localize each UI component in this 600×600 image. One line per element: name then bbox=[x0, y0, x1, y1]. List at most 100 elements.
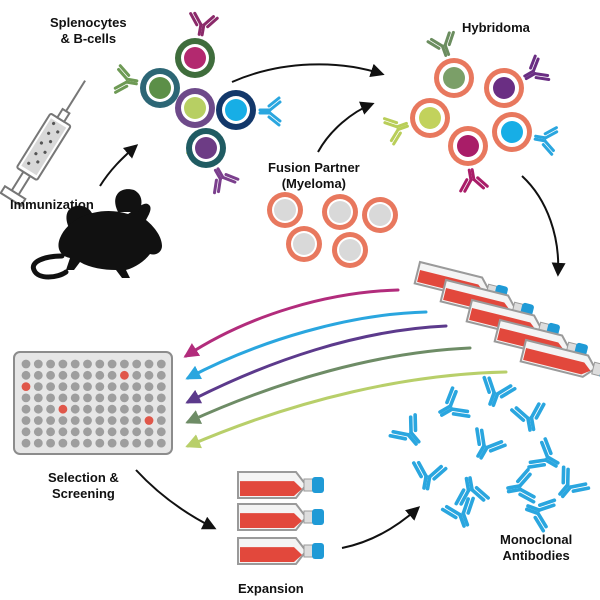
well bbox=[21, 404, 31, 414]
myeloma-cell bbox=[267, 192, 303, 228]
well-hit bbox=[144, 416, 154, 425]
well bbox=[46, 416, 55, 425]
well bbox=[132, 382, 142, 391]
well bbox=[95, 404, 105, 414]
expansion-flask bbox=[237, 537, 324, 565]
hybridoma-antibody-icon bbox=[533, 126, 559, 156]
well bbox=[21, 359, 31, 369]
well bbox=[46, 359, 55, 369]
label-fusion-line2: (Myeloma) bbox=[281, 176, 347, 191]
label-splenocytes: Splenocytes & B-cells bbox=[50, 15, 127, 47]
hybridoma-cell bbox=[448, 126, 489, 193]
well bbox=[21, 370, 31, 380]
process-arrows bbox=[99, 63, 566, 549]
well bbox=[83, 370, 92, 380]
myeloma-cell bbox=[362, 197, 398, 233]
bcell-cluster bbox=[113, 11, 282, 195]
well bbox=[83, 438, 92, 448]
bcell-antibody-icon bbox=[189, 11, 219, 37]
hybridoma-cell bbox=[426, 30, 474, 98]
well bbox=[120, 382, 129, 391]
well bbox=[58, 393, 68, 403]
well bbox=[70, 393, 80, 403]
well bbox=[156, 404, 166, 414]
flask-cap bbox=[312, 477, 324, 493]
well bbox=[21, 416, 31, 425]
well bbox=[144, 427, 154, 437]
label-selection-line1: Selection & bbox=[48, 470, 119, 485]
well bbox=[83, 393, 92, 403]
monoclonal-antibody-icon bbox=[524, 498, 557, 533]
well bbox=[107, 393, 117, 403]
monoclonal-antibody-icon bbox=[388, 413, 421, 446]
flask-cap bbox=[312, 509, 324, 525]
well bbox=[156, 359, 166, 369]
label-splenocytes-line1: Splenocytes bbox=[50, 15, 127, 30]
hybridoma-antibody-icon bbox=[523, 54, 551, 81]
well bbox=[120, 416, 129, 425]
well bbox=[83, 427, 92, 437]
bcell bbox=[175, 11, 219, 78]
well bbox=[95, 416, 105, 425]
clone-arrow-blue bbox=[185, 310, 428, 380]
label-mab-line1: Monoclonal bbox=[500, 532, 573, 547]
hybridoma-cluster bbox=[382, 30, 559, 193]
label-monoclonal-antibodies: Monoclonal Antibodies bbox=[500, 532, 572, 564]
well bbox=[120, 438, 129, 448]
well bbox=[33, 427, 43, 437]
well bbox=[132, 404, 142, 414]
well bbox=[46, 370, 55, 380]
well bbox=[83, 404, 92, 414]
well bbox=[70, 382, 80, 391]
well bbox=[58, 416, 68, 425]
label-selection-screening: Selection & Screening bbox=[48, 470, 119, 502]
syringe-icon bbox=[0, 80, 86, 208]
well-plate bbox=[13, 351, 173, 455]
well bbox=[70, 404, 80, 414]
expansion-flask bbox=[237, 471, 324, 499]
bcell-antibody-icon bbox=[213, 167, 240, 195]
monoclonal-antibody-icon bbox=[558, 465, 591, 499]
label-immunization: Immunization bbox=[10, 197, 94, 212]
well bbox=[156, 370, 166, 380]
arrow-immunization-to-bcells bbox=[99, 144, 139, 187]
monoclonal-antibody-icon bbox=[440, 496, 475, 528]
well bbox=[95, 438, 105, 448]
well bbox=[70, 416, 80, 425]
bcell bbox=[216, 90, 282, 130]
arrow-expansion-to-antibodies bbox=[341, 506, 421, 549]
label-fusion-partner: Fusion Partner (Myeloma) bbox=[268, 160, 360, 192]
hybridoma-antibody-icon bbox=[426, 30, 455, 57]
clone-arrow-green bbox=[185, 346, 472, 424]
well bbox=[46, 393, 55, 403]
well bbox=[95, 427, 105, 437]
well bbox=[70, 438, 80, 448]
label-selection-line2: Screening bbox=[51, 486, 115, 501]
hybridoma-cell bbox=[484, 54, 551, 108]
well bbox=[144, 382, 154, 391]
monoclonal-antibody-icon bbox=[411, 460, 448, 491]
clone-arrow-lime bbox=[185, 370, 508, 449]
well bbox=[21, 427, 31, 437]
well bbox=[58, 370, 68, 380]
well bbox=[132, 393, 142, 403]
well bbox=[95, 382, 105, 391]
well bbox=[70, 427, 80, 437]
well bbox=[95, 359, 105, 369]
label-splenocytes-line2: & B-cells bbox=[60, 31, 117, 46]
clone-arrow-purple bbox=[185, 324, 448, 404]
bcell bbox=[113, 64, 180, 108]
hybridoma-antibody-icon bbox=[459, 168, 489, 193]
arrow-bcells-to-hybridoma bbox=[231, 63, 385, 83]
well bbox=[156, 427, 166, 437]
monoclonal-antibody-icon bbox=[438, 386, 471, 418]
well-hit bbox=[58, 404, 68, 414]
arrow-myeloma-to-hybridoma bbox=[317, 101, 375, 153]
culture-flask bbox=[519, 338, 600, 381]
well bbox=[33, 359, 43, 369]
well bbox=[132, 427, 142, 437]
hybridoma-cell bbox=[492, 112, 559, 156]
monoclonal-antibodies bbox=[388, 375, 591, 533]
well bbox=[58, 438, 68, 448]
well bbox=[46, 438, 55, 448]
